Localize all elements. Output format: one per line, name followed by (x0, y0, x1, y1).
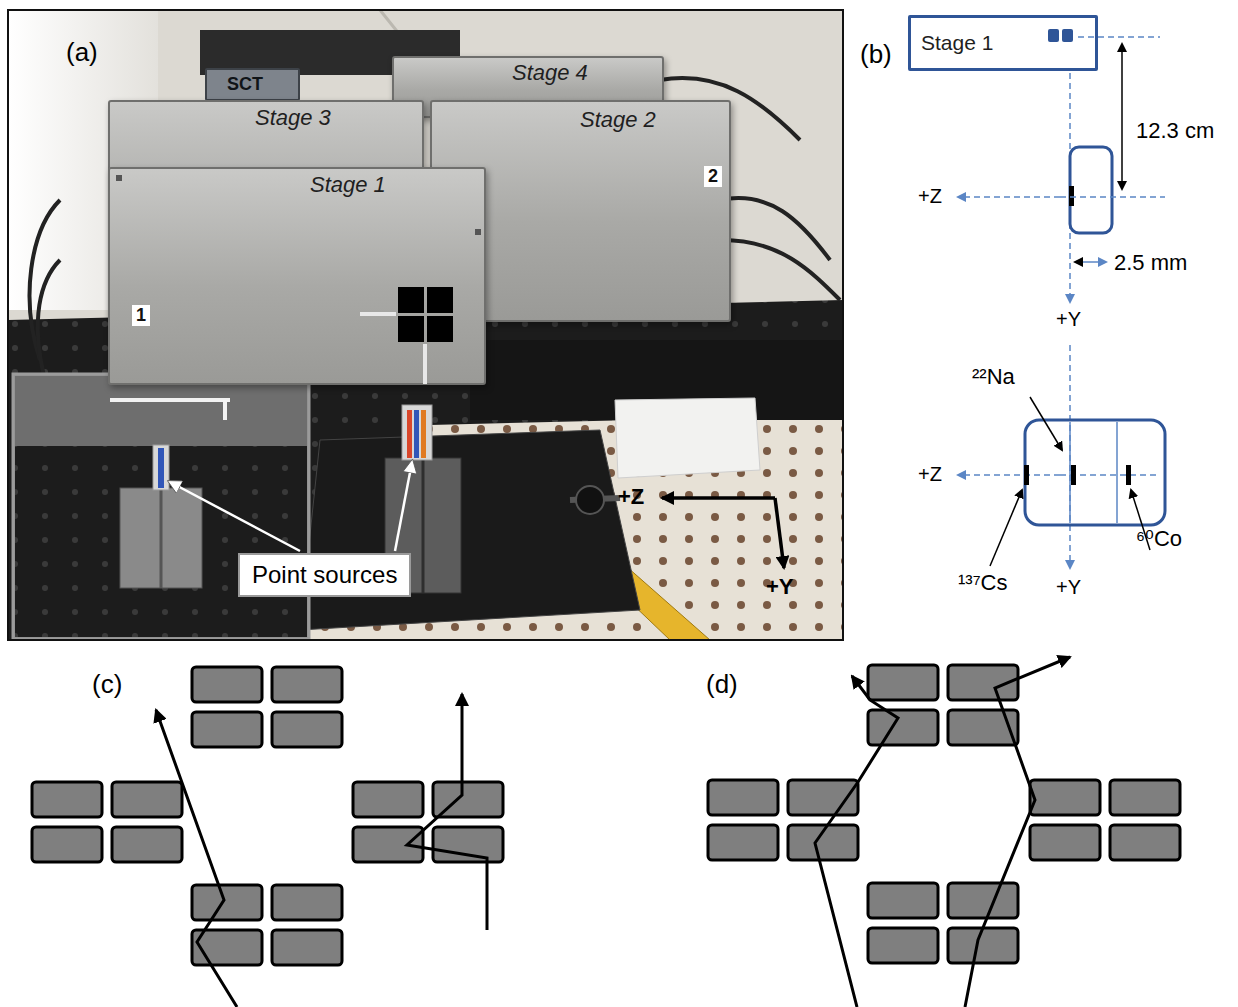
photon-track (407, 694, 487, 930)
crystal-marker (1062, 29, 1073, 42)
inset-foam (120, 488, 202, 588)
stage-name: Stage 2 (580, 107, 656, 132)
leader-line (170, 482, 300, 551)
inset-table (15, 446, 307, 637)
detector-window (116, 175, 122, 181)
axis-label: +Z (618, 484, 644, 509)
inset-source (158, 448, 164, 488)
photo-panel (8, 10, 843, 640)
axis-label: +Z (918, 185, 942, 208)
event-diagram-d (708, 665, 1180, 963)
cable (722, 240, 840, 300)
photon-track (965, 657, 1070, 1007)
foam-gap (422, 458, 425, 593)
dimension-label: 12.3 cm (1136, 118, 1214, 143)
detector-window (360, 312, 396, 316)
source-holder (402, 405, 432, 460)
axis-arrow (775, 498, 784, 568)
pegboard (300, 415, 843, 640)
stage-number: 2 (704, 166, 722, 187)
module-name: SCT (227, 74, 263, 95)
source-label: ¹³⁷Cs (958, 570, 1008, 595)
sct-module: SCT (205, 68, 300, 101)
leader-line (1030, 397, 1062, 450)
y-axis (1069, 345, 1071, 568)
panel-letter: (b) (860, 40, 892, 70)
stage-number: 1 (132, 305, 150, 326)
source-holder (1025, 420, 1165, 525)
axis-label: +Z (918, 463, 942, 486)
white-block (615, 398, 760, 478)
event-diagram-c (32, 667, 503, 965)
source-rod (407, 410, 412, 458)
stage-name: Stage 1 (921, 31, 993, 55)
stage-name: Stage 4 (512, 60, 588, 85)
axis-label: +Y (1056, 576, 1081, 599)
detector-window (427, 287, 453, 313)
source-marker (1071, 465, 1076, 485)
crystal-marker (1048, 29, 1059, 42)
detector-window (423, 344, 427, 384)
panel-letter: (a) (66, 38, 98, 68)
detector-window (427, 316, 453, 342)
holder-divider (1116, 422, 1118, 523)
dimension-arrow (1121, 44, 1123, 189)
source-marker (1126, 465, 1131, 485)
dimension-label: 2.5 mm (1114, 250, 1187, 275)
source-label: ⁶⁰Co (1136, 526, 1182, 551)
panel-letter: (c) (92, 670, 122, 700)
callout-text: Point sources (252, 561, 397, 589)
inset-bracket (110, 400, 230, 420)
inset-detector (15, 376, 307, 446)
axis-label: +Y (766, 574, 794, 599)
detector-window (475, 229, 481, 235)
source-holder (1070, 147, 1112, 233)
source-marker (1024, 465, 1029, 485)
stage-knob (576, 486, 604, 514)
translation-stage (300, 430, 640, 630)
photon-track (156, 710, 237, 1007)
cable (38, 260, 60, 380)
axis-label: +Y (1056, 308, 1081, 331)
inset-photo (13, 374, 309, 639)
inset-holder (153, 445, 169, 490)
source-rod (414, 410, 419, 458)
photo-wall (8, 10, 843, 640)
leader-line (990, 490, 1022, 566)
source-marker (1069, 186, 1074, 206)
callout-label: Point sources (238, 553, 411, 597)
dimension-arrow (1075, 261, 1106, 263)
detector-window (398, 287, 424, 313)
source-rod (421, 410, 426, 458)
source-label: ²²Na (972, 364, 1015, 389)
photo-frame (8, 10, 843, 640)
reference-line (1078, 36, 1160, 38)
detector-window (398, 316, 424, 342)
z-axis (1060, 196, 1165, 198)
photon-track (815, 676, 898, 1007)
detector-stage: Stage 1 1 (108, 167, 486, 385)
foam-gap (160, 488, 163, 588)
holder-divider (1069, 422, 1071, 523)
leader-line (395, 462, 412, 551)
stage-name: Stage 3 (255, 105, 331, 130)
stage-name: Stage 1 (310, 172, 386, 197)
schematic-panel (958, 29, 1165, 568)
z-axis (958, 474, 1060, 476)
stage-box: Stage 1 (908, 15, 1098, 71)
panel-letter: (d) (706, 670, 738, 700)
z-axis (958, 196, 1060, 198)
axis-arrow (662, 496, 775, 500)
